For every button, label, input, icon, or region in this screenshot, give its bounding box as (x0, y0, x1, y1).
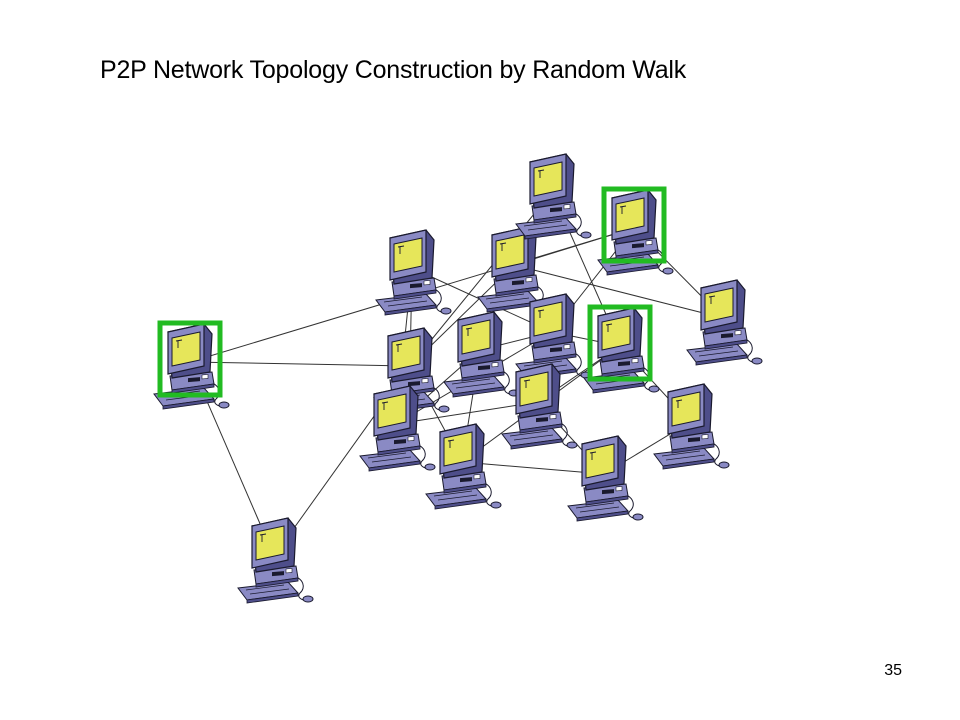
highlight-box-n6 (601, 186, 667, 264)
edge-n5-n8 (513, 264, 724, 319)
edge-n9-n13 (395, 401, 539, 425)
computer-icon (425, 423, 502, 510)
computer-icon (501, 363, 578, 450)
peer-node-n12 (425, 423, 502, 510)
highlight-layer (157, 186, 667, 398)
edge-n2-n3 (189, 361, 411, 367)
peer-node-n16 (567, 435, 644, 522)
computer-icon (653, 383, 730, 470)
edge-n12-n16 (461, 461, 605, 475)
highlight-box-n2 (157, 320, 223, 398)
peer-node-n10 (443, 311, 520, 398)
nodes-layer (153, 153, 763, 604)
peer-node-n4 (375, 229, 452, 316)
computer-icon (375, 229, 452, 316)
peer-node-n14 (515, 153, 592, 240)
highlight-box-n11 (587, 304, 653, 382)
edge-n3-n14 (409, 191, 553, 367)
slide-title: P2P Network Topology Construction by Ran… (100, 56, 687, 84)
peer-node-n15 (653, 383, 730, 470)
computer-icon (237, 517, 314, 604)
peer-node-n1 (237, 517, 314, 604)
peer-node-n13 (501, 363, 578, 450)
computer-icon (567, 435, 644, 522)
computer-icon (515, 153, 592, 240)
page-number: 35 (884, 662, 902, 679)
computer-icon (443, 311, 520, 398)
